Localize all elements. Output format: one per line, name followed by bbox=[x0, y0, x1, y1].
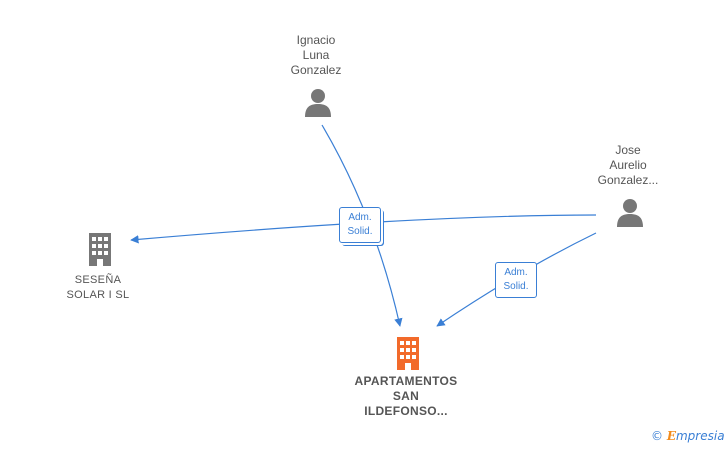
name-line: SAN bbox=[392, 389, 420, 403]
name-line: Jose bbox=[615, 143, 641, 157]
name-line: SOLAR I SL bbox=[66, 289, 130, 301]
company-name-apartamentos[interactable]: APARTAMENTOS SAN ILDEFONSO... bbox=[355, 374, 458, 419]
name-line: APARTAMENTOS bbox=[354, 374, 458, 388]
role-line: Adm. bbox=[504, 267, 528, 278]
brand-logo-text: mpresia bbox=[675, 429, 725, 443]
person-icon[interactable] bbox=[304, 88, 332, 118]
role-badge-adm-solid[interactable]: Adm. Solid. bbox=[339, 207, 381, 243]
role-line: Adm. bbox=[348, 212, 372, 223]
role-line: Solid. bbox=[347, 226, 373, 237]
name-line: ILDEFONSO... bbox=[364, 404, 448, 418]
copyright-icon: © bbox=[651, 429, 663, 443]
role-line: Solid. bbox=[503, 281, 529, 292]
name-line: Aurelio bbox=[609, 158, 647, 172]
person-name-ignacio[interactable]: Ignacio Luna Gonzalez bbox=[291, 33, 342, 78]
company-name-sesena[interactable]: SESEÑA SOLAR I SL bbox=[67, 273, 130, 303]
role-badge-adm-solid[interactable]: Adm. Solid. bbox=[495, 262, 537, 298]
edge-jose-to-sesena bbox=[130, 214, 597, 244]
building-icon[interactable] bbox=[394, 335, 422, 371]
name-line: Gonzalez... bbox=[597, 173, 659, 187]
brand-logo-initial: E bbox=[666, 429, 676, 443]
building-icon[interactable] bbox=[86, 231, 114, 267]
name-line: Gonzalez bbox=[290, 63, 342, 77]
person-icon[interactable] bbox=[616, 198, 644, 228]
name-line: Luna bbox=[302, 48, 330, 62]
person-name-jose[interactable]: Jose Aurelio Gonzalez... bbox=[598, 143, 659, 188]
brand-watermark: © Empresia bbox=[651, 429, 725, 443]
name-line: SESEÑA bbox=[74, 274, 122, 286]
name-line: Ignacio bbox=[296, 33, 336, 47]
